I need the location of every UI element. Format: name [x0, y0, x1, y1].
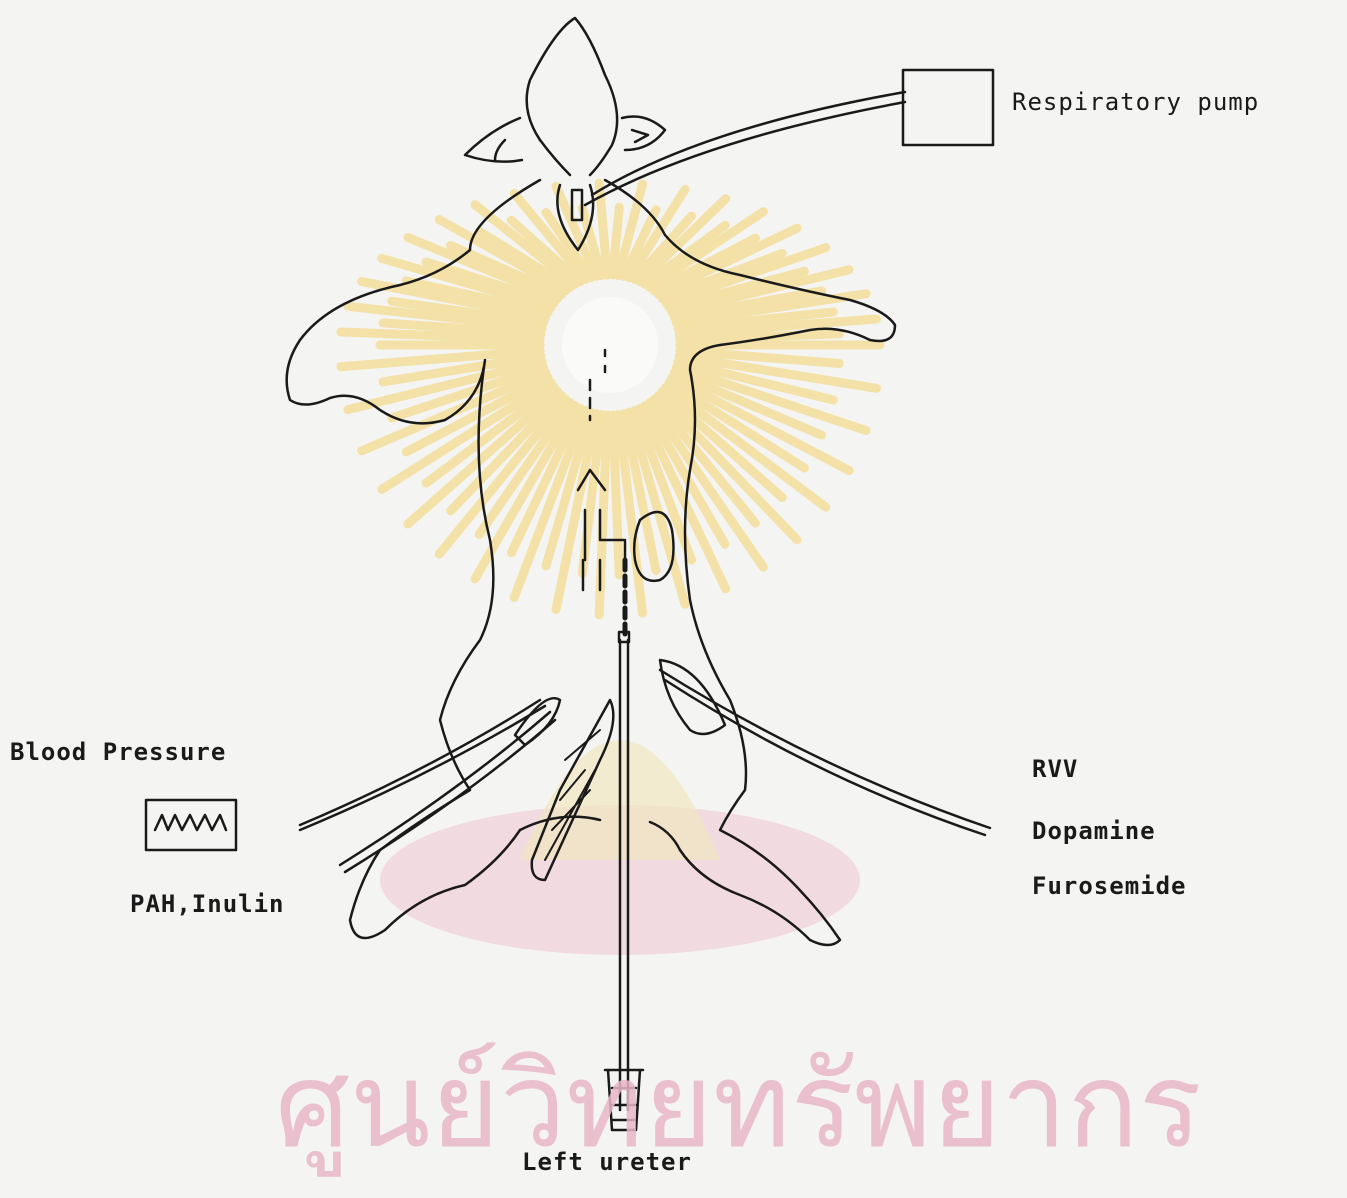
- rat-head: [527, 18, 617, 175]
- pah-inulin-label: PAH,Inulin: [130, 890, 285, 918]
- watermark-text: ศูนย์วิทยทรัพยากร: [275, 1010, 1202, 1198]
- left-ureter-label: Left ureter: [522, 1148, 692, 1176]
- rat-drawing: [146, 18, 993, 1130]
- rat-ear-left: [465, 118, 522, 162]
- watermark-emblem: [341, 183, 880, 955]
- blood-pressure-label: Blood Pressure: [10, 738, 226, 766]
- bp-waveform: [155, 815, 226, 830]
- bp-recorder-box: [146, 800, 236, 850]
- dopamine-label: Dopamine: [1032, 817, 1156, 845]
- respiratory-pump-label: Respiratory pump: [1012, 88, 1259, 116]
- furosemide-label: Furosemide: [1032, 872, 1187, 900]
- respiratory-pump-box: [903, 70, 993, 145]
- rvv-label: RVV: [1032, 755, 1078, 783]
